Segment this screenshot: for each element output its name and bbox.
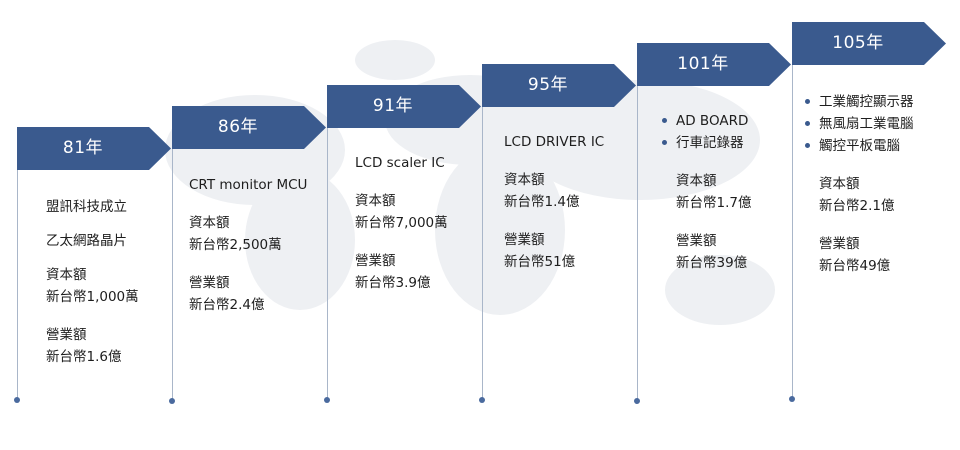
timeline-dot	[169, 398, 175, 404]
year-label: 101年	[677, 54, 729, 74]
year-label: 81年	[62, 138, 104, 158]
capital-value: 新台幣2,500萬	[189, 237, 282, 253]
year-banner: 86年	[172, 106, 326, 149]
capital-label: 資本額	[676, 173, 717, 189]
capital-value: 新台幣1,000萬	[46, 289, 139, 305]
product-item: AD BOARD	[660, 110, 751, 132]
stage-content: 工業觸控顯示器 無風扇工業電腦 觸控平板電腦 資本額 新台幣2.1億 營業額 新…	[803, 91, 914, 277]
product-item: 無風扇工業電腦	[803, 113, 914, 135]
revenue-label: 營業額	[819, 236, 860, 252]
stage-content: LCD DRIVER IC 資本額 新台幣1.4億 營業額 新台幣51億	[504, 131, 604, 273]
year-label: 91年	[372, 96, 414, 116]
revenue-label: 營業額	[504, 232, 545, 248]
timeline-line	[637, 86, 638, 400]
milestone-text: 乙太網路晶片	[46, 233, 127, 249]
milestone-text: LCD DRIVER IC	[504, 134, 605, 150]
stage-content: AD BOARD 行車記錄器 資本額 新台幣1.7億 營業額 新台幣39億	[660, 110, 751, 274]
capital-value: 新台幣7,000萬	[355, 215, 448, 231]
revenue-value: 新台幣2.4億	[189, 297, 265, 313]
revenue-label: 營業額	[355, 253, 396, 269]
year-banner: 105年	[792, 22, 946, 65]
revenue-value: 新台幣39億	[676, 255, 748, 271]
capital-label: 資本額	[819, 176, 860, 192]
product-list: AD BOARD 行車記錄器	[660, 110, 751, 154]
year-label: 86年	[217, 117, 259, 137]
product-item: 行車記錄器	[660, 132, 751, 154]
timeline-line	[482, 107, 483, 400]
milestone-text: 盟訊科技成立	[46, 199, 127, 215]
capital-label: 資本額	[504, 172, 545, 188]
capital-value: 新台幣1.7億	[676, 195, 752, 211]
timeline-line	[792, 65, 793, 398]
capital-label: 資本額	[46, 267, 87, 283]
year-banner: 101年	[637, 43, 791, 86]
timeline-dot	[634, 398, 640, 404]
year-banner: 91年	[327, 85, 481, 128]
product-item: 工業觸控顯示器	[803, 91, 914, 113]
year-banner: 95年	[482, 64, 636, 107]
capital-label: 資本額	[189, 215, 230, 231]
timeline-dot	[789, 396, 795, 402]
revenue-label: 營業額	[676, 233, 717, 249]
stage-content: LCD scaler IC 資本額 新台幣7,000萬 營業額 新台幣3.9億	[355, 152, 448, 294]
revenue-value: 新台幣49億	[819, 258, 891, 274]
year-label: 105年	[832, 33, 884, 53]
timeline-line	[17, 170, 18, 400]
timeline-dot	[324, 397, 330, 403]
product-item: 觸控平板電腦	[803, 135, 914, 157]
capital-value: 新台幣2.1億	[819, 198, 895, 214]
year-label: 95年	[527, 75, 569, 95]
year-banner: 81年	[17, 127, 171, 170]
milestone-text: LCD scaler IC	[355, 155, 445, 171]
timeline-line	[327, 128, 328, 400]
capital-label: 資本額	[355, 193, 396, 209]
capital-value: 新台幣1.4億	[504, 194, 580, 210]
revenue-label: 營業額	[189, 275, 230, 291]
stage-content: 盟訊科技成立 乙太網路晶片 資本額 新台幣1,000萬 營業額 新台幣1.6億	[46, 196, 139, 368]
revenue-value: 新台幣51億	[504, 254, 576, 270]
revenue-value: 新台幣3.9億	[355, 275, 431, 291]
revenue-label: 營業額	[46, 327, 87, 343]
revenue-value: 新台幣1.6億	[46, 349, 122, 365]
milestone-text: CRT monitor MCU	[189, 177, 308, 193]
timeline-line	[172, 149, 173, 401]
product-list: 工業觸控顯示器 無風扇工業電腦 觸控平板電腦	[803, 91, 914, 157]
timeline-dot	[14, 397, 20, 403]
stage-content: CRT monitor MCU 資本額 新台幣2,500萬 營業額 新台幣2.4…	[189, 174, 307, 316]
timeline-dot	[479, 397, 485, 403]
